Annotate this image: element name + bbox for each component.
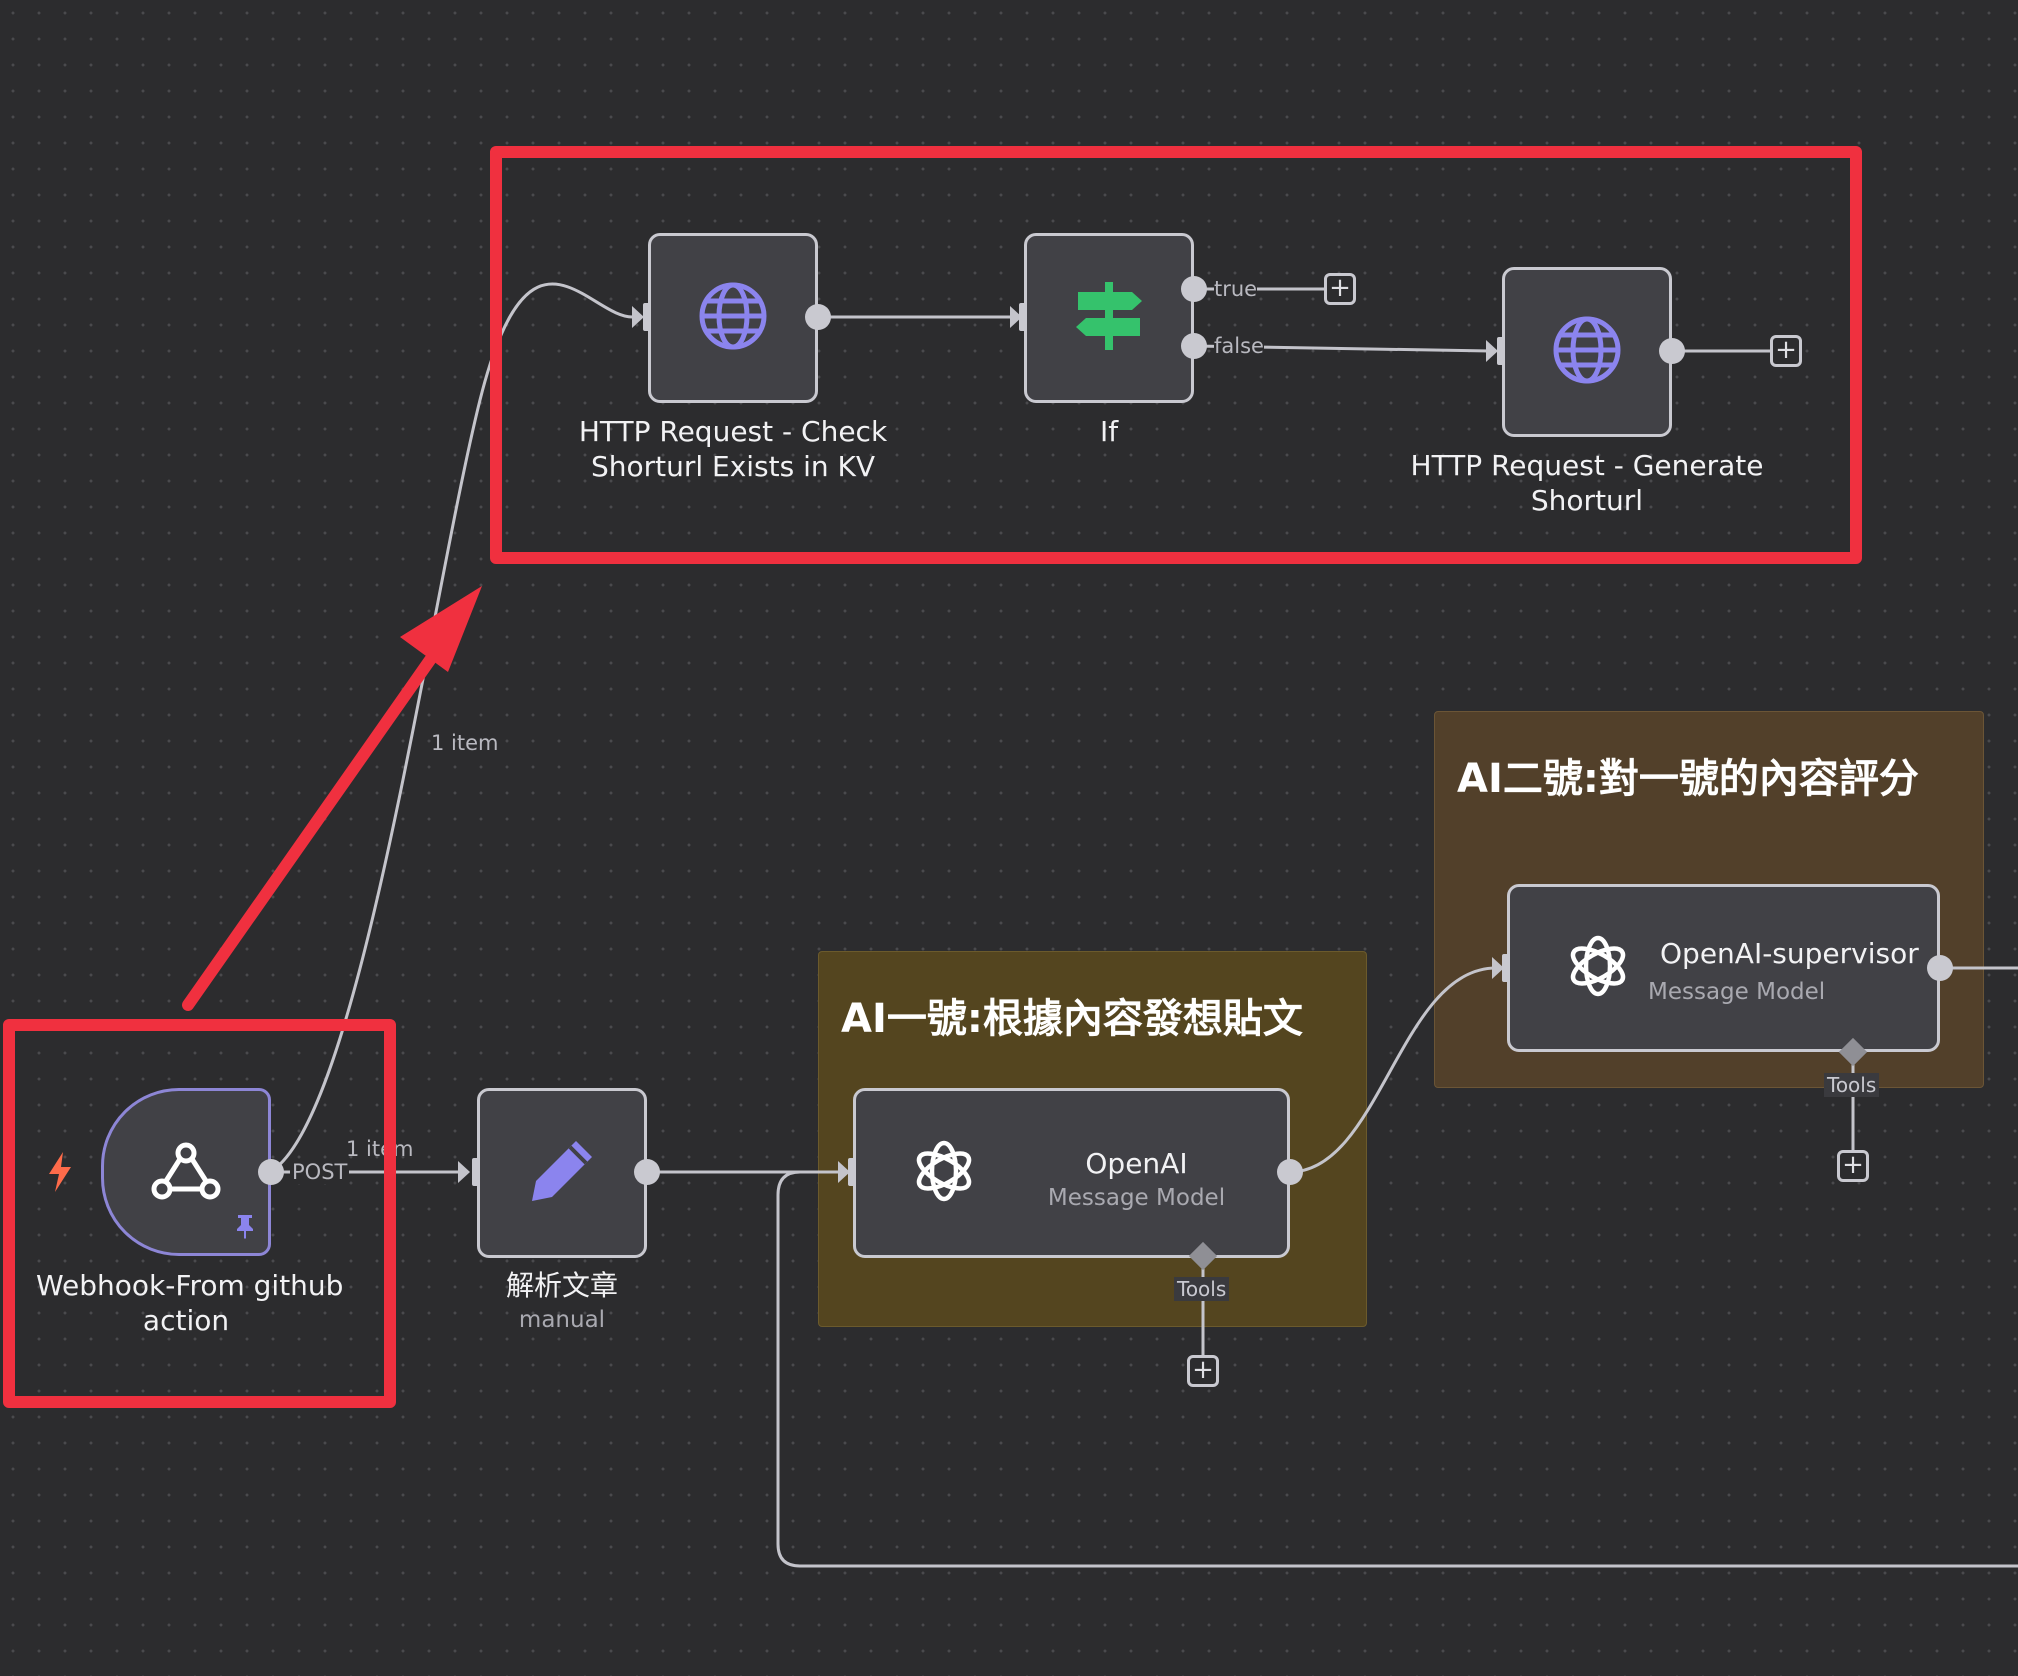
if-node-label: If [1099, 415, 1119, 448]
annotation-highlight-webhook [3, 1019, 396, 1408]
add-tool-supervisor-button[interactable]: + [1837, 1150, 1869, 1182]
globe-icon [698, 281, 768, 355]
arrow-head [1486, 340, 1498, 362]
openai-node-subtitle: Message Model [1047, 1185, 1226, 1211]
annotation-highlight-http-group [490, 146, 1862, 564]
sticky-note-title: AI二號:對一號的內容評分 [1457, 756, 1919, 802]
arrow-head [1010, 306, 1022, 328]
openai-supervisor-node-name: OpenAI-supervisor [1660, 937, 1919, 970]
add-node-after-generate-button[interactable]: + [1770, 335, 1802, 367]
sticky-note-title: AI一號:根據內容發想貼文 [841, 996, 1303, 1042]
webhook-icon [148, 1135, 224, 1209]
http-generate-node-label: HTTP Request - Generate Shorturl [1410, 449, 1764, 517]
globe-icon [1552, 315, 1622, 389]
if-node[interactable] [1024, 233, 1194, 403]
edge-openai-to-supervisor [1289, 966, 1497, 1174]
arrow-head [632, 306, 644, 328]
edge-label-post: POST [290, 1160, 350, 1184]
add-node-true-button[interactable]: + [1324, 273, 1356, 305]
if-true-output-port[interactable] [1181, 276, 1207, 302]
supervisor-output-port[interactable] [1927, 955, 1953, 981]
webhook-output-port[interactable] [258, 1159, 284, 1185]
openai-tools-label: Tools [1174, 1277, 1230, 1301]
edge-loop-back [776, 1170, 2018, 1568]
http-check-node-label: HTTP Request - Check Shorturl Exists in … [578, 415, 888, 483]
webhook-node[interactable] [101, 1088, 271, 1256]
signpost-icon [1074, 280, 1144, 356]
arrow-head [458, 1161, 470, 1183]
http-check-output-port[interactable] [805, 304, 831, 330]
http-check-node[interactable] [648, 233, 818, 403]
openai-icon [908, 1135, 980, 1211]
openai-output-port[interactable] [1277, 1159, 1303, 1185]
http-generate-output-port[interactable] [1659, 338, 1685, 364]
parse-article-node[interactable] [477, 1088, 647, 1258]
branch-label-false: false [1214, 334, 1264, 358]
openai-supervisor-node-subtitle: Message Model [1648, 979, 1826, 1005]
arrow-head [838, 1161, 850, 1183]
openai-node-name: OpenAI [1085, 1147, 1188, 1180]
if-false-output-port[interactable] [1181, 333, 1207, 359]
openai-node[interactable]: OpenAI Message Model [853, 1088, 1290, 1258]
add-tool-openai-button[interactable]: + [1187, 1355, 1219, 1387]
parse-article-node-label: 解析文章 manual [505, 1269, 618, 1333]
openai-icon [1562, 930, 1634, 1006]
pin-icon [234, 1213, 256, 1243]
pencil-icon [526, 1135, 598, 1211]
webhook-node-label: Webhook-From github action [36, 1269, 344, 1337]
branch-label-true: true [1214, 277, 1258, 301]
arrow-head [1492, 957, 1504, 979]
edge-label-item-count: 1 item [346, 1137, 414, 1161]
annotation-arrow [182, 586, 482, 1011]
trigger-lightning-icon [46, 1152, 74, 1196]
parse-output-port[interactable] [634, 1159, 660, 1185]
supervisor-tools-label: Tools [1824, 1073, 1880, 1097]
openai-supervisor-node[interactable]: OpenAI-supervisor Message Model [1507, 884, 1940, 1052]
edge-webhook-to-http-check [269, 282, 635, 1174]
edge-label-item-count: 1 item [431, 731, 499, 755]
